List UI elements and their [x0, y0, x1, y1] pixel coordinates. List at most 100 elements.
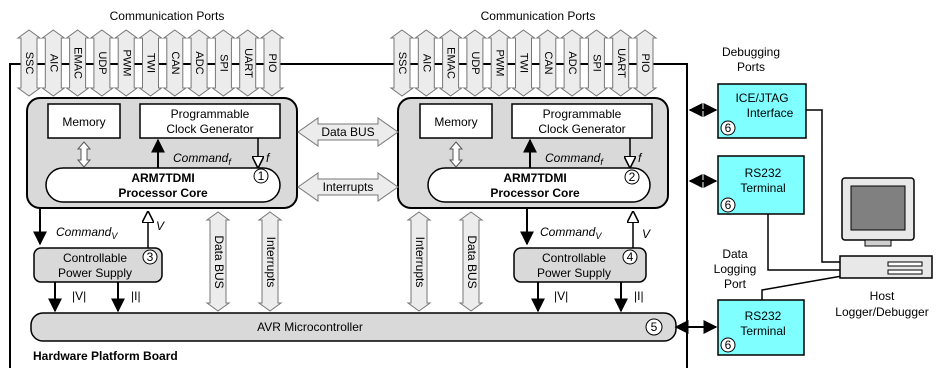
power-supply-2-abs-i: |I|	[634, 289, 644, 303]
port-arrow-udp	[89, 29, 115, 97]
vertical-link-left-interrupts	[257, 211, 283, 312]
port-arrow-uart	[235, 29, 261, 97]
port-label-spi: SPI	[217, 54, 229, 72]
port-arrow-can	[535, 29, 561, 97]
port-label-uart: UART	[242, 48, 254, 78]
port-arrow-spi	[583, 29, 609, 97]
cable-rs232-top-host	[767, 214, 842, 271]
processor-1-memory	[47, 103, 121, 139]
vertical-link-label-right-data-bus: Data BUS	[465, 235, 479, 288]
rs232-top-line2: Terminal	[740, 181, 785, 195]
ice-jtag-line1: ICE/JTAG	[735, 91, 788, 105]
processor-1-memory-core-link	[76, 141, 92, 168]
power-supply-2-number: 4	[627, 250, 634, 264]
port-label-pio: PIO	[266, 54, 278, 73]
vertical-link-right-interrupts	[406, 211, 432, 312]
port-arrow-udp	[462, 29, 488, 97]
port-arrow-ssc	[389, 29, 415, 97]
power-supply-1-abs-i: |I|	[131, 289, 141, 303]
processor-1-clock-line1: Programmable	[171, 107, 250, 121]
port-arrow-adc	[559, 29, 585, 97]
data-bus-link	[297, 117, 399, 147]
processor-2-clock-generator	[511, 103, 653, 139]
data-bus-label: Data BUS	[321, 125, 374, 139]
data-logging-line3: Port	[724, 277, 747, 291]
processor-2-command-f-label: Commandf	[545, 151, 604, 167]
vertical-link-right-data-bus	[458, 211, 484, 312]
processor-1-number: 1	[258, 169, 265, 183]
processor-2-clock-line1: Programmable	[543, 107, 622, 121]
port-label-adc: ADC	[566, 51, 578, 74]
processor-2-v-label: V	[642, 227, 651, 241]
processor-2-core-line2: Processor Core	[490, 186, 580, 200]
processor-2-core-line1: ARM7TDMI	[503, 171, 566, 185]
vertical-link-left-data-bus	[205, 211, 231, 312]
port-label-uart: UART	[615, 48, 627, 78]
port-label-pwm: PWM	[493, 50, 505, 77]
processor-1-number-badge	[253, 168, 269, 184]
port-arrow-aic	[40, 29, 66, 97]
port-arrow-pwm	[113, 29, 139, 97]
avr-label: AVR Microcontroller	[257, 320, 363, 334]
port-label-can: CAN	[169, 51, 181, 74]
processor-1-v-label: V	[156, 219, 165, 233]
interrupts-link	[297, 172, 399, 202]
port-label-aic: AIC	[47, 54, 59, 72]
port-arrow-pio	[259, 29, 285, 97]
debugging-ports-line1: Debugging	[722, 45, 780, 59]
port-arrow-twi	[510, 29, 537, 97]
rs232-top-number: 6	[725, 198, 732, 212]
processor-2-number: 2	[629, 170, 636, 184]
power-supply-2-line2: Power Supply	[537, 266, 611, 280]
processor-1-command-f-label: Commandf	[173, 151, 232, 167]
board-title: Hardware Platform Board	[33, 349, 178, 363]
power-supply-1	[33, 247, 163, 283]
avr-number: 5	[651, 320, 658, 334]
port-arrow-emac	[65, 29, 91, 97]
port-arrow-aic	[413, 29, 439, 97]
ports-heading-right: Communication Ports	[481, 9, 596, 23]
processor-2-command-v-label: CommandV	[540, 225, 602, 241]
power-supply-1-line2: Power Supply	[58, 266, 132, 280]
ice-jtag-line2: Interface	[747, 106, 794, 120]
rs232-bottom-line1: RS232	[745, 309, 782, 323]
ice-jtag-number-badge	[720, 120, 736, 136]
processor-1-clock-line2: Clock Generator	[166, 122, 253, 136]
processor-1-core	[45, 167, 281, 203]
port-label-twi: TWI	[518, 53, 530, 73]
port-label-udp: UDP	[469, 51, 481, 74]
data-logging-line1: Data	[722, 247, 748, 261]
processor-2-memory-label: Memory	[434, 115, 477, 129]
port-arrow-adc	[186, 29, 212, 97]
processor-1-command-v-label: CommandV	[56, 225, 118, 241]
processor-1-clock-generator	[139, 103, 281, 139]
rs232-bottom-number: 6	[725, 338, 732, 352]
processor-2-clock-line2: Clock Generator	[538, 122, 625, 136]
power-supply-2-line1: Controllable	[542, 251, 606, 265]
ports-heading-left: Communication Ports	[110, 9, 225, 23]
port-arrow-emac	[438, 29, 464, 97]
processor-2-memory	[419, 103, 493, 139]
ice-jtag-number: 6	[725, 121, 732, 135]
processor-1-core-line2: Processor Core	[118, 186, 208, 200]
port-arrow-twi	[137, 29, 164, 97]
power-supply-1-number: 3	[147, 250, 154, 264]
power-supply-1-number-badge	[142, 249, 158, 265]
hardware-platform-board	[9, 63, 688, 368]
port-arrow-spi	[210, 29, 236, 97]
port-arrow-can	[162, 29, 188, 97]
cable-ice-host	[806, 109, 842, 263]
rs232-top-number-badge	[720, 197, 736, 213]
power-supply-1-line1: Controllable	[63, 251, 127, 265]
vertical-link-label-left-interrupts: Interrupts	[264, 237, 278, 288]
host-line1: Host	[870, 289, 895, 303]
port-label-udp: UDP	[96, 51, 108, 74]
host-computer-icon	[839, 177, 933, 279]
port-label-can: CAN	[542, 51, 554, 74]
power-supply-2-abs-v: |V|	[554, 289, 568, 303]
port-arrow-ssc	[16, 29, 42, 97]
